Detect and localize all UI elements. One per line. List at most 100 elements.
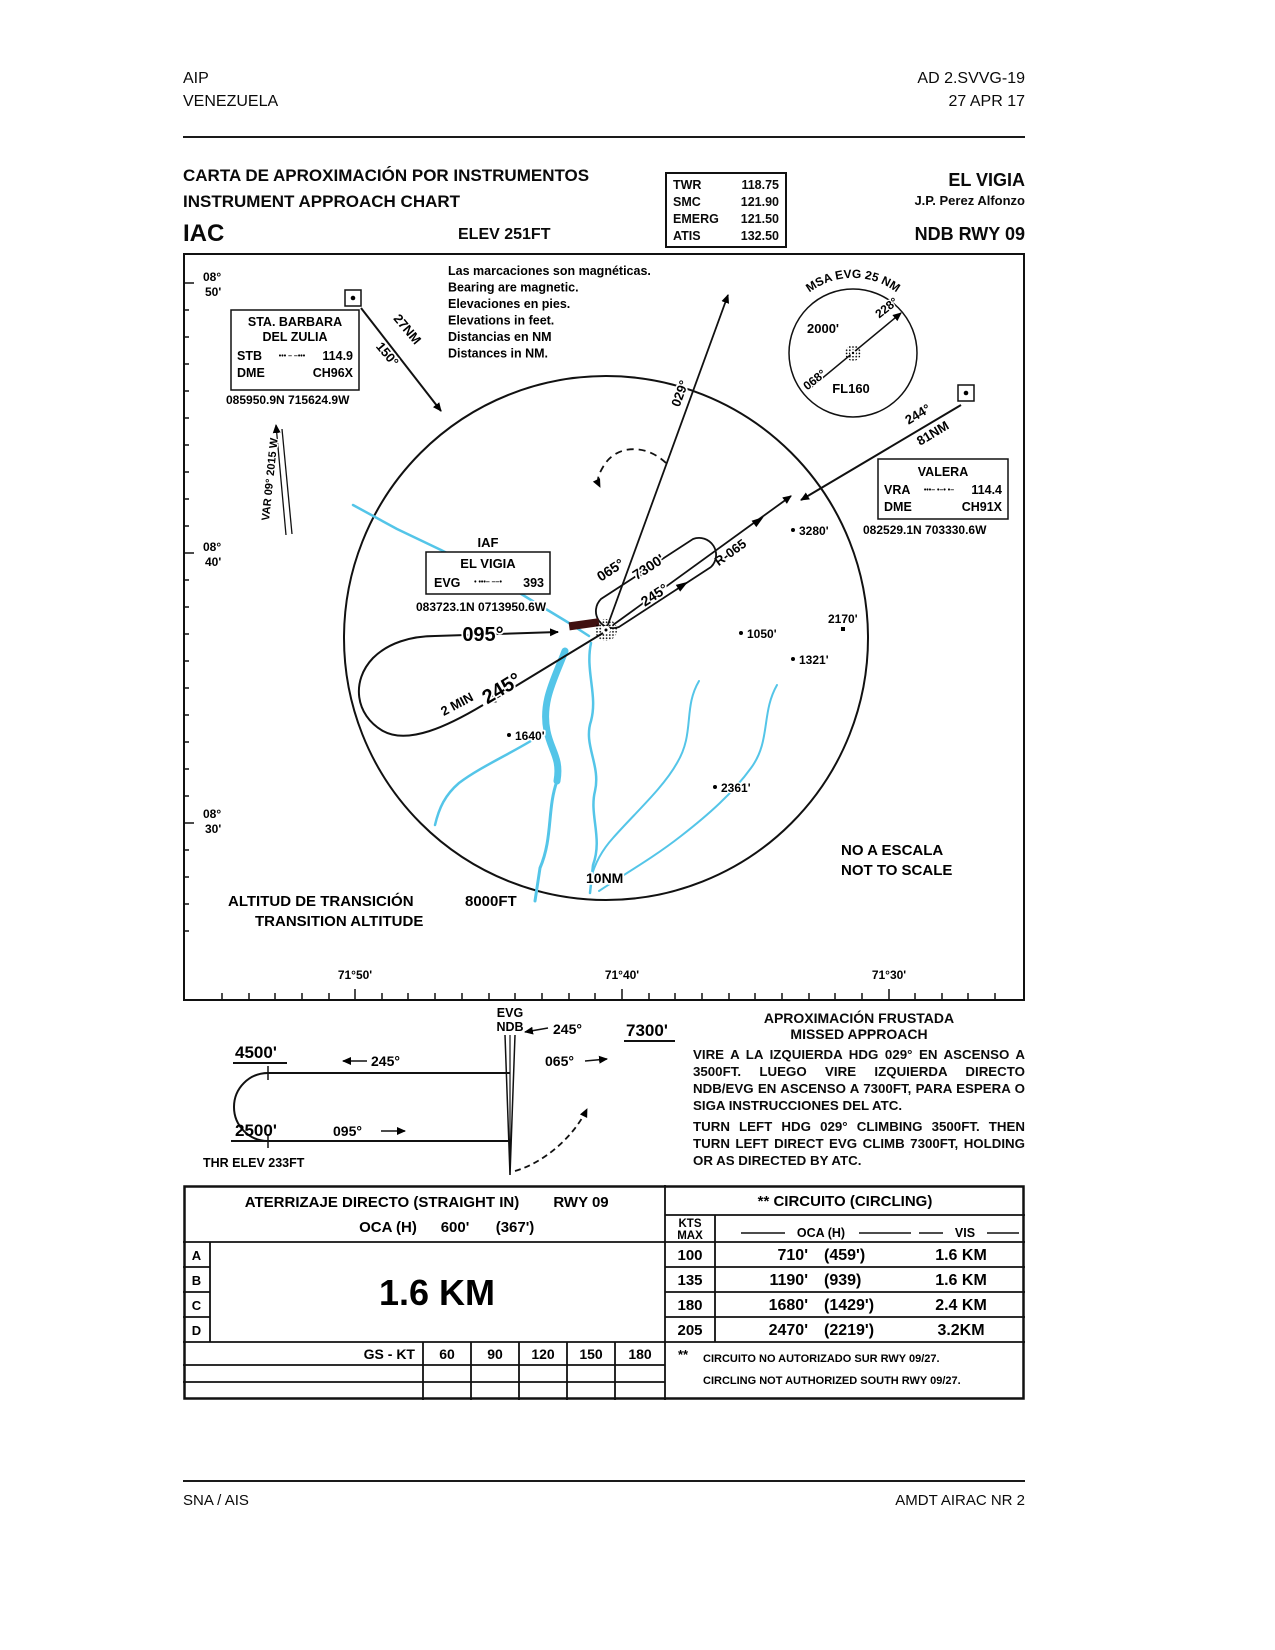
circling-oca: 1680' [769, 1297, 808, 1314]
var-arrow-line [272, 424, 287, 536]
circling-note-mark: ** [678, 1347, 689, 1362]
airport-subname: J.P. Perez Alfonzo [914, 193, 1025, 208]
valera-freq: 114.4 [971, 483, 1002, 497]
iaf-morse: • •••– ––• [474, 579, 502, 586]
category-c: C [192, 1298, 202, 1313]
msa-ndb-dot [851, 351, 855, 355]
iaf-fix: IAF EL VIGIA EVG • •••– ––• 393 083723.1… [414, 534, 551, 616]
gs-value: 120 [531, 1346, 555, 1362]
freq-value: 132.50 [740, 228, 779, 243]
airport-symbol [568, 618, 617, 641]
spot-dot [713, 785, 717, 789]
missed-turn-dashed [592, 448, 667, 488]
runway-symbol [568, 618, 600, 631]
chart-title-en: INSTRUMENT APPROACH CHART [183, 192, 461, 211]
river [533, 779, 559, 903]
missed-approach-line [605, 294, 730, 631]
ring-scale-label: 10NM [586, 870, 623, 886]
reversal-track-label: 245° [479, 669, 526, 709]
gs-value: 60 [439, 1346, 455, 1362]
circling-oca: 710' [778, 1247, 809, 1264]
holding-outbound-label: 065° [594, 555, 627, 584]
valera-box [877, 458, 1009, 520]
straight-in-title: ATERRIZAJE DIRECTO (STRAIGHT IN) [245, 1194, 519, 1211]
country-label: VENEZUELA [183, 93, 279, 110]
profile-hold-altitude: 7300' [626, 1021, 668, 1040]
freq-name: ATIS [673, 228, 701, 243]
missed-approach-title-es: APROXIMACIÓN FRUSTADA [763, 1010, 955, 1026]
iaf-id: EVG [434, 576, 460, 590]
sta-barbara-morse: ••• – –••• [279, 353, 306, 360]
profile-hold-track: 245° [553, 1021, 582, 1037]
spot-elevation: 1050' [747, 627, 777, 641]
msa-bearing-2: 068° [800, 367, 828, 393]
lat-label-min: 40' [205, 555, 221, 569]
minimums-table: ATERRIZAJE DIRECTO (STRAIGHT IN) RWY 09 … [183, 1185, 1025, 1400]
spot-dot [841, 627, 845, 631]
transition-altitude-en: TRANSITION ALTITUDE [255, 913, 423, 930]
chart-title-es: CARTA DE APROXIMACIÓN POR INSTRUMENTOS [183, 166, 590, 185]
footer-right: AMDT AIRAC NR 2 [895, 1492, 1025, 1509]
spot-elevation: 2361' [721, 781, 751, 795]
latitude-ticks [183, 282, 194, 932]
variation-arrow: VAR 09° 2015 W [259, 424, 293, 536]
valera-arrow [800, 404, 962, 501]
sta-barbara-box [230, 309, 360, 391]
oca-label: OCA (H) [359, 1219, 417, 1236]
note-line: Distancias en NM [448, 330, 552, 344]
sta-barbara-dme-label: DME [237, 366, 265, 380]
freq-name: EMERG [673, 211, 719, 226]
lat-label-min: 50' [205, 285, 221, 299]
spot-dot [507, 733, 511, 737]
circling-kts: 100 [677, 1247, 702, 1264]
valera-channel: CH91X [962, 500, 1003, 514]
spot-elevation: 1321' [799, 653, 829, 667]
freq-name: TWR [673, 177, 702, 192]
gs-value: 150 [579, 1346, 603, 1362]
spot-dot [791, 528, 795, 532]
sta-barbara-channel: CH96X [313, 366, 354, 380]
variation-label: VAR 09° 2015 W [260, 437, 281, 521]
gs-value: 180 [628, 1346, 652, 1362]
outbound-arrow [584, 1055, 608, 1064]
circling-kts: 205 [677, 1322, 702, 1339]
spot-elevation: 1640' [515, 729, 545, 743]
procedure-title: NDB RWY 09 [914, 224, 1025, 244]
spot-elevation: 2170' [828, 612, 858, 626]
procedure-turn-profile [233, 1072, 510, 1142]
sta-barbara-distance: 27NM [391, 311, 425, 347]
circling-title: ** CIRCUITO (CIRCLING) [758, 1193, 933, 1210]
circling-oca-paren: (1429') [824, 1297, 874, 1314]
note-line: Distances in NM. [448, 347, 548, 361]
threshold-elevation: THR ELEV 233FT [203, 1156, 305, 1170]
profile-outbound-track: 065° [545, 1053, 574, 1069]
msa-title-text: MSA EVG 25 NM [803, 267, 903, 295]
valera-dme-label: DME [884, 500, 912, 514]
msa-circle [788, 288, 918, 418]
msa-altitude: 2000' [807, 321, 839, 336]
plan-view: 08° 50' 08° 40' 08° 30' 71°50' 71°40' 71… [183, 253, 1025, 1001]
iaf-label: IAF [478, 535, 499, 550]
valera-navaid: 244° 81NM VALERA VRA •••– •–• •– 114.4 D… [800, 384, 1009, 538]
valera-coords: 082529.1N 703330.6W [863, 523, 987, 537]
kts-max-label-2: MAX [677, 1230, 703, 1242]
turn-loop [357, 635, 484, 737]
river [590, 680, 700, 879]
circling-oca: 2470' [769, 1322, 808, 1339]
circling-vis: 2.4 KM [935, 1297, 987, 1314]
iaf-box [425, 551, 551, 595]
note-line: Bearing are magnetic. [448, 281, 579, 295]
beacon-dot [350, 295, 356, 301]
freq-name: SMC [673, 194, 701, 209]
profile-navaid-id: EVG [497, 1006, 523, 1020]
holding-arrowhead-ne [675, 581, 689, 592]
reversal-time-label: 2 MIN [438, 689, 476, 719]
river-main [542, 647, 569, 785]
missed-climb-dashed [514, 1108, 588, 1172]
circling-vis-header: VIS [955, 1226, 975, 1240]
circling-vis: 1.6 KM [935, 1272, 987, 1289]
pt-altitude-low: 2500' [235, 1121, 277, 1140]
note-line: Elevations in feet. [448, 314, 554, 328]
